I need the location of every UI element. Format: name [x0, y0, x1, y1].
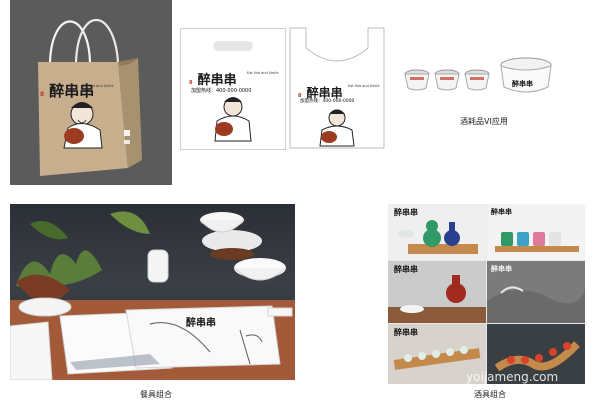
vest-bag-outline	[289, 27, 385, 149]
bag-slogan: Eat Hot and Smile	[82, 84, 114, 88]
bag2-brand-name: 醉串串	[306, 86, 343, 100]
wineware-grid: 醉串串 醉串串 醉串串 醉串串 醉	[388, 204, 585, 384]
plant-decoration	[16, 211, 150, 308]
wine-tile-6	[487, 324, 585, 384]
bag2-mascot	[319, 109, 355, 147]
tableware-photo: 醉串串	[10, 204, 295, 380]
wine-tile-3-brand: 醉串串	[394, 264, 418, 274]
bag1-hotline: 加盟热线：400-000-0000	[191, 88, 252, 94]
wine-tile-1: 醉串串	[388, 204, 486, 260]
bag2-hotline: 加盟热线：400-000-0000	[300, 99, 355, 104]
wine-tile-1-brand: 醉串串	[394, 207, 418, 217]
bag1-mascot	[214, 97, 252, 142]
wine-tile-2-brand: 醉串串	[491, 207, 512, 216]
tableware-brand-name: 醉串串	[186, 318, 216, 329]
watermark: yoijameng.com	[466, 370, 559, 384]
mascot-figure	[63, 102, 103, 149]
bag2-slogan: Eat Hot and Smile	[348, 84, 380, 88]
red-shot-wave	[494, 341, 580, 372]
toothpick-holder	[147, 249, 169, 283]
tableware-scene	[10, 211, 295, 380]
bag-brand-name: 醉串串	[49, 82, 95, 100]
consumables-cups: 醉串串	[400, 55, 600, 100]
small-cup-2	[434, 69, 460, 91]
bag1-brand-name: 醉串串	[197, 73, 237, 88]
caption-tableware: 餐具组合	[140, 390, 172, 399]
paper-bag-illustration	[38, 19, 142, 176]
plastic-bag-vest: 8 醉串串 Eat Hot and Smile 加盟热线：400-000-000…	[288, 26, 386, 150]
bag1-slogan: Eat Hot and Smile	[247, 71, 279, 75]
wooden-shot-rack	[393, 346, 481, 370]
wine-tile-2: 醉串串	[487, 204, 585, 260]
bag1-logo: 8 醉串串	[189, 69, 237, 88]
wine-tile-4-brand: 醉串串	[491, 264, 512, 273]
colored-cups	[495, 232, 579, 252]
green-gourd-bottle	[398, 220, 478, 254]
bag-logo: 8 醉串串	[40, 80, 94, 101]
red-wine-pot	[388, 275, 486, 323]
small-cup-1	[404, 69, 430, 91]
caption-wineware: 酒具组合	[474, 390, 506, 399]
cups-illustration	[404, 57, 552, 93]
wine-tile-4: 醉串串	[487, 261, 585, 323]
brand-mark: 8	[40, 91, 45, 98]
rice-bowl	[233, 258, 287, 281]
bowl-brand-name: 醉串串	[512, 79, 533, 88]
bag2-logo: 8 醉串串	[298, 82, 343, 101]
bag1-mark: 8	[189, 80, 193, 86]
plastic-bag-diecut: 8 醉串串 Eat Hot and Smile 加盟热线：400-000-000…	[180, 28, 286, 150]
wine-tile-5-brand: 醉串串	[394, 327, 418, 337]
wave-tray	[487, 286, 585, 323]
caption-consumables: 酒耗品VI应用	[460, 117, 508, 126]
lidded-bowl	[500, 57, 552, 93]
diecut-handle-hole	[213, 41, 253, 51]
plates	[10, 305, 293, 380]
small-cup-3	[464, 69, 490, 91]
teacup-set	[199, 212, 262, 260]
bag2-mark: 8	[298, 93, 302, 99]
wine-tile-5: 醉串串	[388, 324, 486, 384]
wine-tile-3: 醉串串	[388, 261, 486, 323]
paper-bag-panel: 8 醉串串 Eat Hot and Smile	[10, 0, 172, 185]
